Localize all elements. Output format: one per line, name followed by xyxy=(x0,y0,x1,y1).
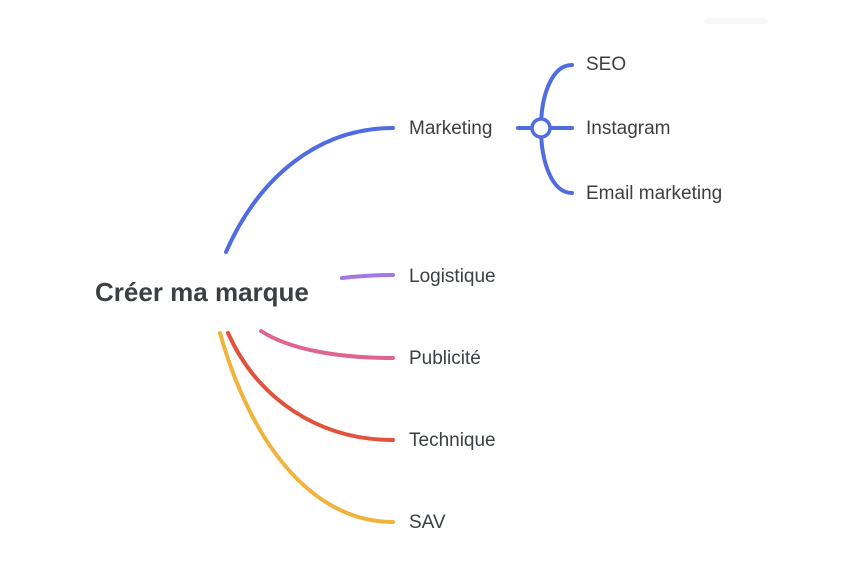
node-marketing[interactable]: Marketing xyxy=(409,118,493,139)
marketing-collapse-toggle[interactable] xyxy=(530,117,552,139)
node-publicite[interactable]: Publicité xyxy=(409,348,481,369)
edge-marketing xyxy=(224,126,395,254)
node-email-marketing[interactable]: Email marketing xyxy=(586,183,723,204)
node-logistique[interactable]: Logistique xyxy=(409,266,496,287)
node-instagram[interactable]: Instagram xyxy=(586,118,671,139)
edge-sav xyxy=(218,331,395,524)
edge-marketing-email xyxy=(539,126,574,195)
edge-technique xyxy=(226,331,395,442)
node-seo[interactable]: SEO xyxy=(586,54,627,75)
edge-logistique xyxy=(340,273,395,280)
toolbar-placeholder xyxy=(704,18,768,24)
node-technique[interactable]: Technique xyxy=(409,430,496,451)
node-sav[interactable]: SAV xyxy=(409,512,446,533)
edge-publicite xyxy=(259,329,395,360)
central-node[interactable]: Créer ma marque xyxy=(95,277,309,307)
